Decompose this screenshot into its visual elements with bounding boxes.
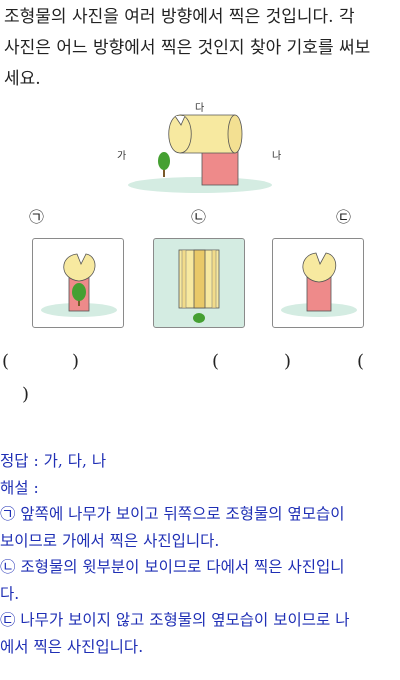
answer-section: 정답 : 가, 다, 나 해설 : ㉠ 앞쪽에 나무가 보이고 뒤쪽으로 조형물… [0, 448, 398, 660]
explanation-line-4: 다. [0, 584, 20, 603]
scene-cylinder-notch [174, 115, 186, 126]
sculpture-scene-illustration [128, 114, 272, 193]
scene-tree-trunk [163, 167, 165, 177]
explanation-line-1: ㉠ 앞쪽에 나무가 보이고 뒤쪽으로 조형물의 옆모습이 [0, 505, 345, 523]
explanation-heading: 해설 : [0, 478, 39, 497]
scene-cylinder-end-left [168, 114, 192, 154]
direction-label-left: 가 [117, 151, 127, 162]
scene-base [201, 148, 239, 186]
photo-2-illustration [178, 249, 220, 323]
photo-1-illustration [41, 253, 117, 317]
direction-label-top: 다 [195, 103, 205, 114]
photo-symbol-1: ㉠ [29, 208, 45, 226]
question-line-2: 사진은 어느 방향에서 찍은 것인지 찾아 기호를 써보 [4, 38, 371, 58]
photo-symbol-3: ㉢ [336, 208, 352, 226]
scene-tree-crown [158, 152, 170, 170]
question-text: 조형물의 사진을 여러 방향에서 찍은 것입니다. 각 사진은 어느 방향에서 … [4, 2, 396, 95]
explanation-line-2: 보이므로 가에서 찍은 사진입니다. [0, 531, 220, 550]
blank-3-open: ( [357, 351, 365, 372]
question-line-3: 세요. [4, 69, 41, 89]
question-line-1: 조형물의 사진을 여러 방향에서 찍은 것입니다. 각 [4, 7, 355, 27]
photo-3-illustration [281, 252, 357, 317]
scene-cylinder-end-right [227, 114, 243, 154]
blank-3-close: ) [22, 384, 30, 405]
photo-symbol-2: ㉡ [191, 208, 207, 226]
photo-2 [153, 238, 245, 328]
blank-1-open: ( [2, 351, 10, 372]
photo-3 [272, 238, 364, 328]
explanation-line-6: 에서 찍은 사진입니다. [0, 637, 144, 656]
scene-ground [128, 177, 272, 193]
explanation-line-5: ㉢ 나무가 보이지 않고 조형물의 옆모습이 보이므로 나 [0, 611, 350, 629]
photo-1 [32, 238, 124, 328]
blank-2-close: ) [284, 351, 292, 372]
answer-line: 정답 : 가, 다, 나 [0, 452, 107, 470]
explanation-line-3: ㉡ 조형물의 윗부분이 보이므로 다에서 찍은 사진입니 [0, 558, 345, 576]
direction-label-right: 나 [272, 151, 282, 162]
blank-2-open: ( [212, 351, 220, 372]
blank-1-close: ) [72, 351, 80, 372]
